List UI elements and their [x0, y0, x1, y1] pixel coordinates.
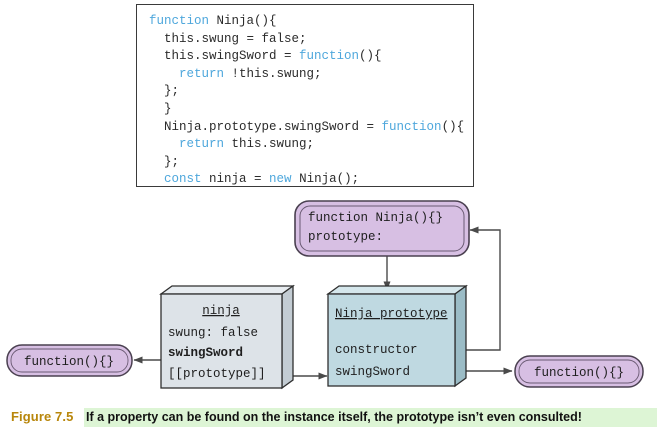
- diagram-svg: function Ninja(){} prototype: ninja swun…: [6, 200, 644, 390]
- ninja-prototype-box: Ninja prototype constructor swingSword: [326, 284, 468, 388]
- code-line-4: };: [149, 84, 180, 99]
- figure-caption-label: Figure 7.5: [11, 409, 74, 424]
- figure-caption-text: If a property can be found on the instan…: [84, 408, 657, 427]
- code-line-2: this.swingSword = function(){: [149, 49, 382, 64]
- ninja-function-box-line1: function Ninja(){}: [308, 211, 443, 225]
- code-line-8: };: [149, 154, 180, 169]
- right-function-bubble: function(){}: [514, 355, 644, 388]
- code-line-6: Ninja.prototype.swingSword = function(){: [149, 119, 465, 134]
- ninja-instance-row-swingsword: swingSword: [168, 346, 243, 360]
- left-function-bubble: function(){}: [6, 344, 133, 377]
- ninja-prototype-title: Ninja prototype: [335, 307, 448, 321]
- code-line-0: function Ninja(){: [149, 14, 277, 28]
- ninja-function-box: function Ninja(){} prototype:: [294, 200, 470, 257]
- ninja-instance-title: ninja: [202, 304, 240, 318]
- code-line-5: }: [149, 101, 172, 116]
- left-function-bubble-label: function(){}: [24, 355, 114, 369]
- prototype-diagram: function Ninja(){} prototype: ninja swun…: [0, 190, 659, 400]
- ninja-prototype-row-swingsword: swingSword: [335, 365, 410, 379]
- ninja-instance-row-swung: swung: false: [168, 326, 258, 340]
- code-listing: function Ninja(){ this.swung = false; th…: [136, 4, 474, 187]
- right-function-bubble-label: function(){}: [534, 366, 624, 380]
- ninja-function-box-line2: prototype:: [308, 230, 383, 244]
- code-line-1: this.swung = false;: [149, 31, 307, 46]
- code-line-3: return !this.swung;: [179, 66, 322, 81]
- ninja-instance-row-prototype: [[prototype]]: [168, 367, 266, 381]
- ninja-prototype-row-constructor: constructor: [335, 343, 418, 357]
- figure-caption: Figure 7.5 If a property can be found on…: [0, 402, 659, 436]
- code-line-7: return this.swung;: [179, 137, 315, 152]
- code-line-9: const ninja = new Ninja();: [164, 172, 360, 187]
- ninja-instance-box: ninja swung: false swingSword [[prototyp…: [159, 284, 295, 390]
